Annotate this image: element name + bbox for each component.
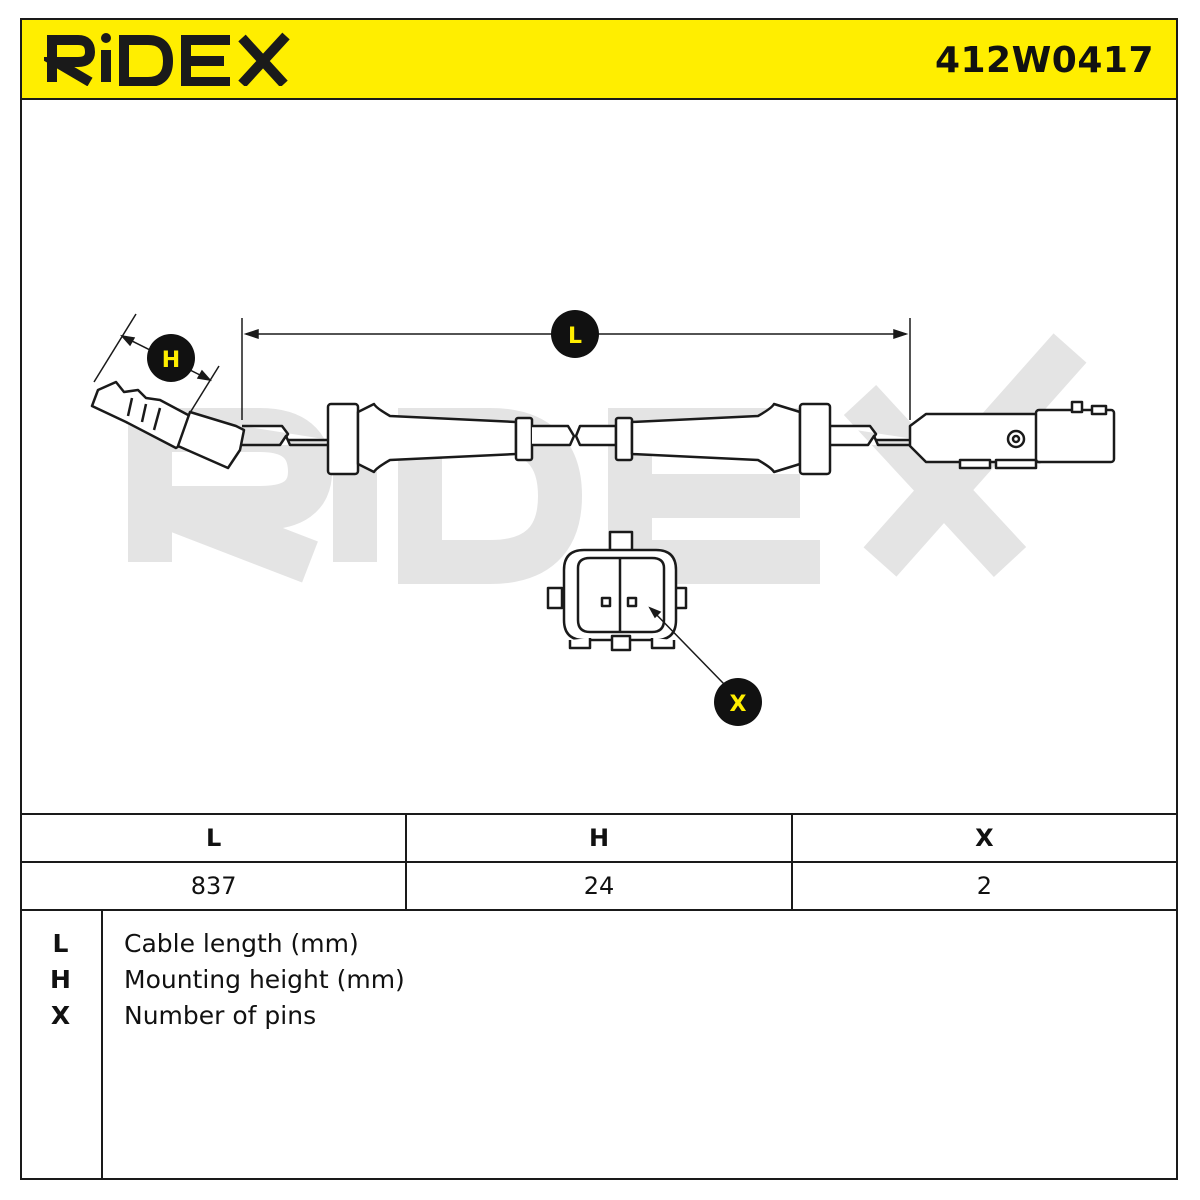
pins-leader [648,606,725,685]
value-l: 837 [19,861,408,911]
legend-key: H [50,965,71,994]
legend-key: X [50,1001,71,1030]
dimension-table: L H X 837 24 2 [19,813,1179,911]
technical-drawing: L H [20,100,1178,814]
brand-logo [37,32,294,90]
column-header-l: L [19,813,408,863]
sensor-cable [242,402,920,476]
legend-item: H Mounting height (mm) [20,965,1178,1001]
value-x: 2 [790,861,1179,911]
callout-l-badge [551,310,599,358]
callout-x-badge [714,678,762,726]
column-header-x: X [790,813,1179,863]
callout-x-label: X [730,692,747,717]
part-number: 412W0417 [934,40,1154,81]
plug-connector [908,400,1116,470]
sensor-head [90,380,246,470]
callout-h-label: H [162,348,180,373]
legend-label: Mounting height (mm) [124,965,405,994]
legend-item: L Cable length (mm) [20,929,1178,965]
callout-h-badge [147,334,195,382]
dimension-header-row: L H X [19,813,1179,863]
column-header-h: H [405,813,793,863]
legend-key: L [52,929,69,958]
header-bar: 412W0417 [20,18,1178,100]
legend: L Cable length (mm) H Mounting height (m… [20,909,1178,1180]
legend-divider [101,909,103,1180]
connector-face-view [546,530,688,652]
legend-label: Cable length (mm) [124,929,359,958]
legend-label: Number of pins [124,1001,317,1030]
legend-item: X Number of pins [20,1001,1178,1037]
value-h: 24 [405,861,793,911]
dimension-value-row: 837 24 2 [19,861,1179,911]
callout-l-label: L [568,324,582,349]
